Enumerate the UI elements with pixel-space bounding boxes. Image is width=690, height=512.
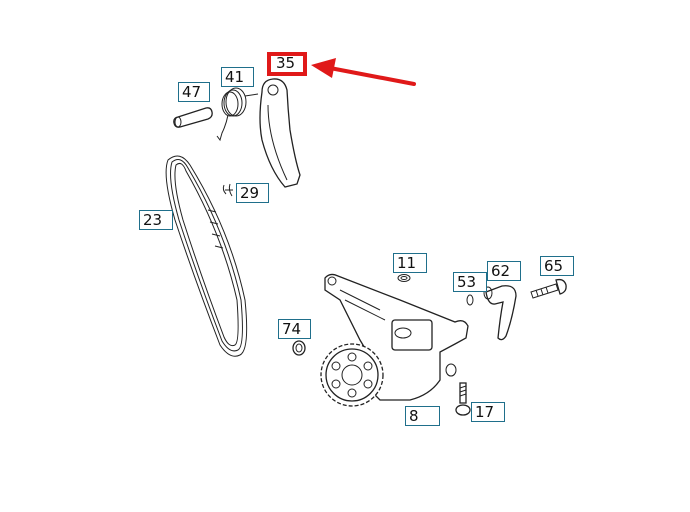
highlight-arrow <box>311 58 416 86</box>
callout-74[interactable]: 74 <box>278 319 311 339</box>
screw-part <box>455 382 471 416</box>
seal-ring-part <box>397 274 411 282</box>
oil-pump-part <box>320 273 469 407</box>
callout-65[interactable]: 65 <box>540 256 574 276</box>
pin-part <box>173 107 213 128</box>
bolt-part <box>530 278 567 299</box>
spring-part <box>216 87 259 142</box>
callout-53[interactable]: 53 <box>453 272 487 292</box>
callout-23[interactable]: 23 <box>139 210 173 230</box>
callout-47[interactable]: 47 <box>178 82 210 102</box>
callout-11[interactable]: 11 <box>393 253 427 273</box>
chain-part <box>165 155 248 357</box>
chain-link-part <box>222 183 233 197</box>
callout-41[interactable]: 41 <box>221 67 254 87</box>
callout-8[interactable]: 8 <box>405 406 440 426</box>
washer-part <box>466 294 474 306</box>
sleeve-part <box>292 340 306 356</box>
callout-29[interactable]: 29 <box>236 183 269 203</box>
pickup-tube-part <box>483 285 517 341</box>
tensioner-arm-part <box>259 78 301 188</box>
callout-17[interactable]: 17 <box>471 402 505 422</box>
callout-35[interactable]: 35 <box>267 52 307 76</box>
callout-62[interactable]: 62 <box>487 261 521 281</box>
